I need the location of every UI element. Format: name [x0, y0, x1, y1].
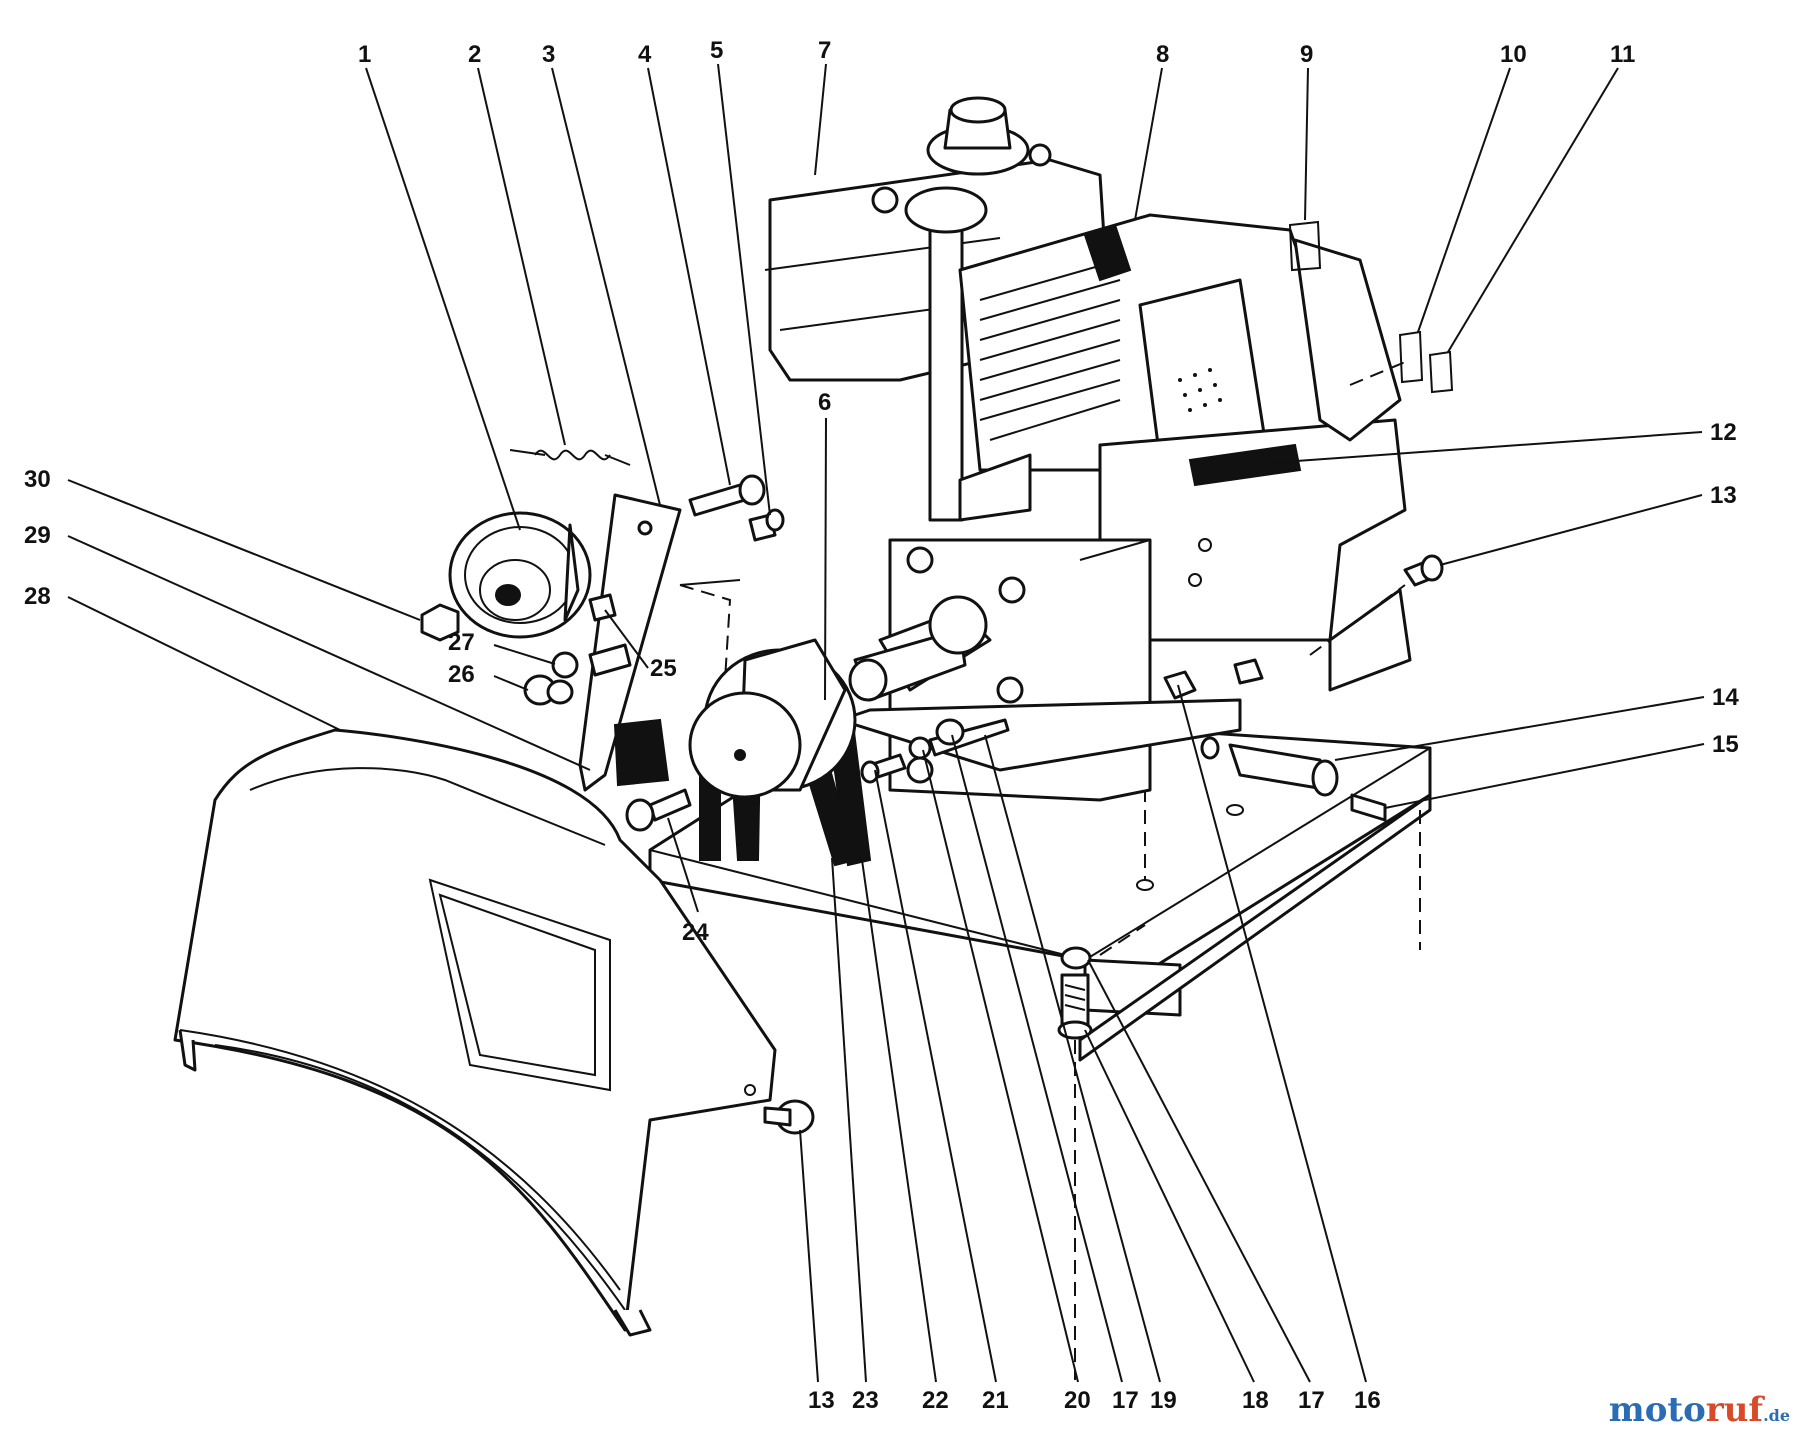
washer-27: [551, 651, 579, 679]
bolt-4: [688, 474, 766, 517]
bolt-24: [625, 788, 692, 832]
callout-5: 5: [710, 37, 723, 64]
callout-1: 1: [358, 41, 371, 68]
callout-22: 22: [922, 1387, 949, 1414]
idler-pulley-1: [448, 511, 592, 639]
callout-13a: 13: [1710, 482, 1737, 509]
screw-13-bottom: [763, 1099, 815, 1135]
bolt-18: [1057, 946, 1093, 1040]
callout-21: 21: [982, 1387, 1009, 1414]
engine-pulley: [688, 638, 857, 799]
callout-10: 10: [1500, 41, 1527, 68]
pin-25: [588, 593, 617, 622]
watermark-part-1: moto: [1608, 1390, 1706, 1430]
callout-17a: 17: [1112, 1387, 1139, 1414]
callout-3: 3: [542, 41, 555, 68]
callout-labels: 1 2 3 4 5 6 7 8 9 10 11 12 13 14 15 30 2…: [24, 37, 1739, 1414]
callout-8: 8: [1156, 41, 1169, 68]
callout-23: 23: [852, 1387, 879, 1414]
belt-cover-28: [173, 728, 777, 1337]
callout-7: 7: [818, 37, 831, 64]
watermark-part-2: ruf: [1705, 1390, 1764, 1430]
screw-5: [748, 508, 785, 542]
callout-4: 4: [638, 41, 652, 68]
callout-9: 9: [1300, 41, 1313, 68]
decal-9: [1288, 220, 1322, 272]
callout-14: 14: [1712, 684, 1739, 711]
callout-13b: 13: [808, 1387, 835, 1414]
engine: [764, 96, 1412, 802]
spring-2: [509, 449, 631, 466]
callout-17b: 17: [1298, 1387, 1325, 1414]
callout-20: 20: [1064, 1387, 1091, 1414]
lockwasher-21: [908, 736, 932, 760]
key-19: [928, 718, 1010, 757]
callout-28: 28: [24, 583, 51, 610]
callout-24: 24: [682, 919, 709, 946]
callout-26: 26: [448, 661, 475, 688]
spacer-14: [1200, 736, 1339, 797]
callout-25: 25: [650, 655, 677, 682]
bolt-22-small: [860, 753, 907, 784]
decal-11: [1428, 350, 1454, 394]
callout-16: 16: [1354, 1387, 1381, 1414]
screw-15: [1350, 793, 1387, 822]
nut-16: [1163, 658, 1264, 700]
callout-18: 18: [1242, 1387, 1269, 1414]
decal-10: [1398, 330, 1424, 384]
callout-27: 27: [448, 629, 475, 656]
nut-26: [523, 674, 574, 706]
watermark-part-3: .de: [1763, 1406, 1790, 1425]
callout-2: 2: [468, 41, 481, 68]
nut-30: [420, 603, 460, 642]
watermark-logo: motoruf.de: [1609, 1390, 1790, 1430]
spacer-stud: [588, 643, 632, 677]
callout-6: 6: [818, 389, 831, 416]
callout-19: 19: [1150, 1387, 1177, 1414]
callout-29: 29: [24, 522, 51, 549]
leader-lines: [67, 63, 1705, 1383]
callout-11: 11: [1610, 41, 1635, 68]
callout-15: 15: [1712, 731, 1739, 758]
screw-13-right: [1403, 554, 1444, 587]
muffler-holes: [1178, 368, 1222, 412]
washer-20: [935, 718, 965, 746]
callout-12: 12: [1710, 419, 1737, 446]
callout-30: 30: [24, 466, 51, 493]
